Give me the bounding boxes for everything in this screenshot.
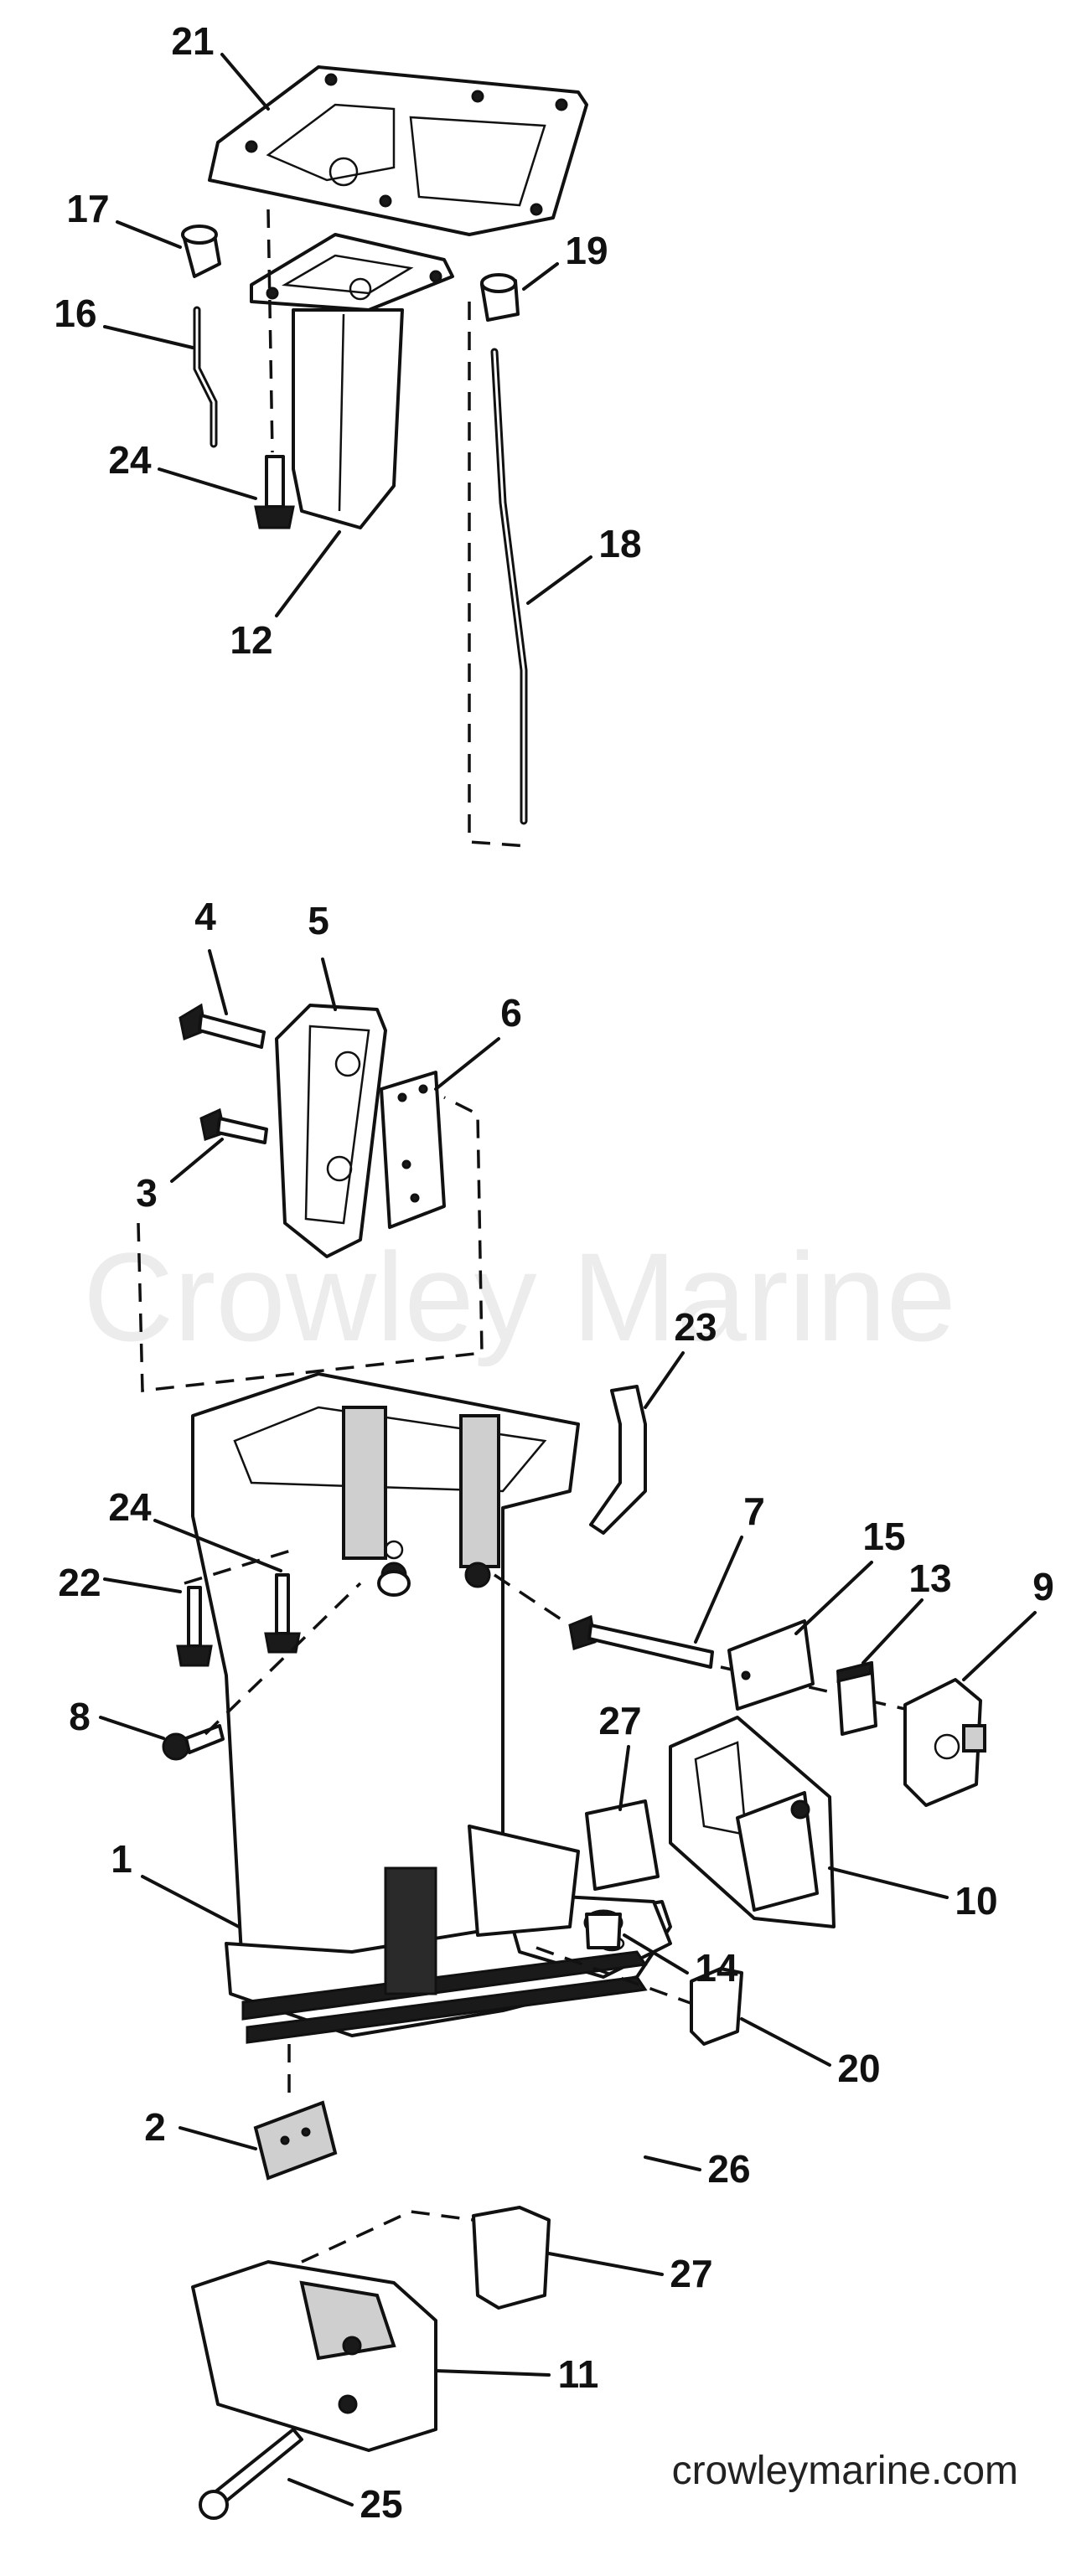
bracket-9: [903, 1678, 986, 1807]
block-27-lower: [472, 2206, 551, 2310]
callout-2: 2: [144, 2105, 166, 2149]
callout-17: 17: [66, 187, 109, 230]
block-27-upper: [585, 1799, 660, 1891]
callout-13: 13: [908, 1556, 951, 1600]
clip-23: [589, 1385, 647, 1535]
callout-19: 19: [565, 229, 608, 272]
callout-1: 1: [111, 1837, 132, 1881]
screw-22: [176, 1586, 213, 1667]
driveshaft-housing-1: [191, 1372, 672, 2044]
bolt-25: [199, 2428, 303, 2520]
callout-24: 24: [108, 438, 152, 482]
callout-27: 27: [670, 2252, 712, 2295]
callout-10: 10: [955, 1879, 997, 1923]
leader-lines: [99, 53, 1037, 2506]
callout-15: 15: [862, 1515, 905, 1558]
washer: [377, 1570, 411, 1597]
callout-24: 24: [108, 1485, 152, 1529]
callout-8: 8: [69, 1695, 91, 1738]
callout-12: 12: [230, 618, 272, 662]
callout-22: 22: [58, 1561, 101, 1604]
exhaust-housing-12: [250, 233, 454, 529]
guide-line: [204, 1582, 362, 1736]
callout-25: 25: [360, 2482, 402, 2526]
watermark: Crowley Marine: [83, 1226, 956, 1367]
screw-3: [199, 1107, 268, 1144]
callout-6: 6: [500, 991, 522, 1035]
gasket-21: [208, 65, 588, 236]
callout-26: 26: [707, 2147, 750, 2191]
guide-line: [494, 1573, 571, 1627]
callout-4: 4: [194, 895, 216, 938]
callout-14: 14: [695, 1946, 738, 1990]
callout-7: 7: [743, 1489, 765, 1533]
anode-2: [253, 2100, 338, 2181]
callout-16: 16: [54, 292, 96, 335]
screw-24-mid: [264, 1573, 301, 1654]
guide-line: [137, 1096, 484, 1392]
guide-line: [184, 1548, 294, 1585]
screw-24-top: [254, 455, 295, 529]
grommet-14: [583, 1909, 623, 1949]
cover-11: [191, 2260, 437, 2452]
block-13: [836, 1660, 877, 1736]
plate-5: [275, 1004, 387, 1258]
guide-line: [468, 302, 529, 848]
callout-18: 18: [598, 522, 641, 565]
website-label: crowleymarine.com: [672, 2449, 1018, 2493]
callout-21: 21: [171, 19, 214, 63]
callout-27: 27: [598, 1699, 641, 1742]
screw-4: [178, 1003, 266, 1049]
callout-3: 3: [136, 1171, 158, 1215]
callout-5: 5: [308, 899, 329, 942]
mount-10: [669, 1716, 836, 1928]
callout-11: 11: [558, 2352, 599, 2396]
grommet-17: [181, 225, 221, 278]
screw-8: [162, 1724, 225, 1761]
block-20: [690, 1967, 743, 2046]
guide-line: [301, 2210, 474, 2264]
bolt-7: [568, 1614, 714, 1669]
water-tube-16: [193, 306, 218, 448]
callout-23: 23: [674, 1305, 717, 1349]
plate-15: [727, 1619, 815, 1711]
callout-20: 20: [837, 2047, 880, 2090]
guide-line: [266, 209, 274, 453]
grommet-19: [480, 273, 520, 322]
callout-9: 9: [1032, 1565, 1054, 1608]
gasket-6: [380, 1071, 446, 1229]
